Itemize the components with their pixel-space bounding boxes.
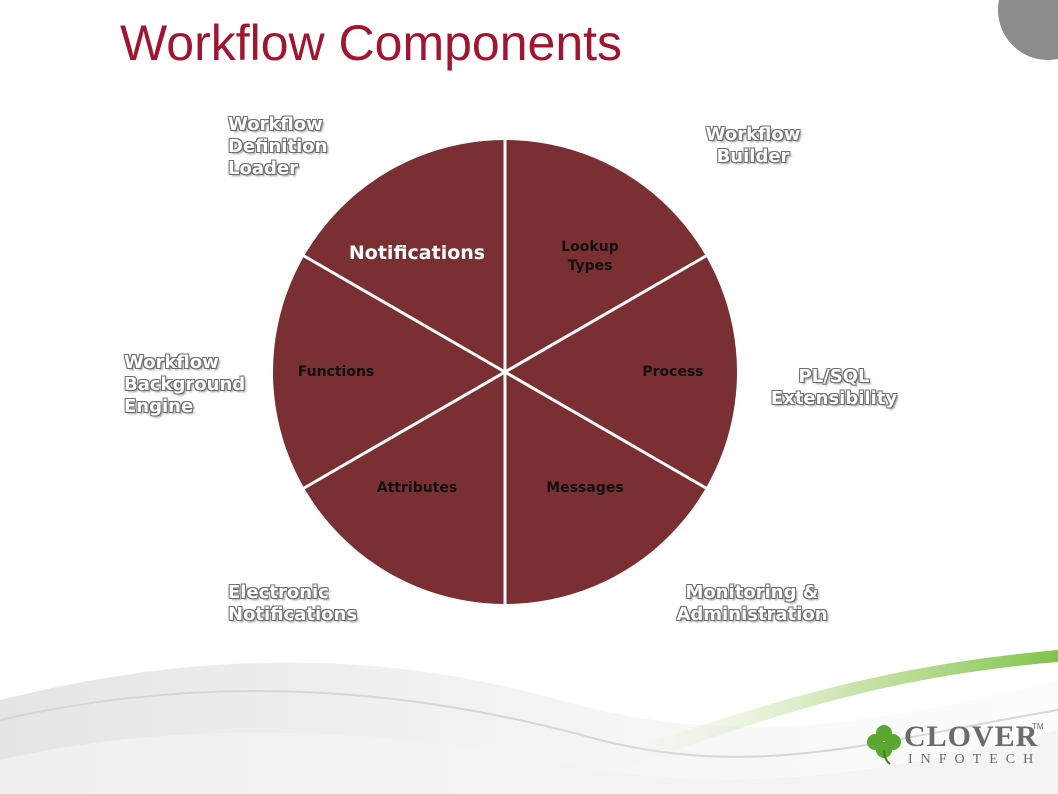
outer-label-definition-loader: Workflow Definition Loader	[228, 114, 328, 179]
bottom-wave	[0, 730, 1058, 794]
workflow-wheel-diagram	[273, 140, 737, 604]
outer-label-electronic-notifications: Electronic Notifications	[228, 582, 358, 625]
segment-label-lookup-types: Lookup Types	[561, 239, 619, 274]
segment-label-process: Process	[642, 364, 704, 380]
wheel-dividers	[303, 140, 707, 604]
segment-label-functions: Functions	[297, 364, 375, 380]
logo-subtitle: INFOTECH	[908, 752, 1042, 767]
outer-label-monitoring-administration: Monitoring & Administration	[676, 582, 828, 625]
wheel-divider	[303, 254, 506, 374]
clover-logo: CLOVER TM INFOTECH	[866, 720, 1046, 770]
segment-label-attributes: Attributes	[376, 480, 458, 496]
green-wave	[560, 650, 1058, 780]
logo-name: CLOVER	[904, 720, 1039, 753]
wheel-divider	[504, 254, 707, 374]
outer-label-background-engine: Workflow Background Engine	[124, 352, 246, 417]
outer-label-builder: Workflow Builder	[705, 124, 801, 167]
logo-trademark: TM	[1032, 722, 1044, 731]
wheel-divider	[504, 370, 707, 490]
slide-title: Workflow Components	[120, 15, 623, 71]
decorative-waves	[0, 650, 1058, 794]
outer-label-plsql-extensibility: PL/SQL Extensibility	[770, 366, 898, 409]
clover-icon	[867, 725, 901, 765]
segment-label-messages: Messages	[546, 480, 624, 496]
wheel-divider	[303, 370, 506, 490]
segment-label-notifications: Notifications	[348, 242, 486, 264]
